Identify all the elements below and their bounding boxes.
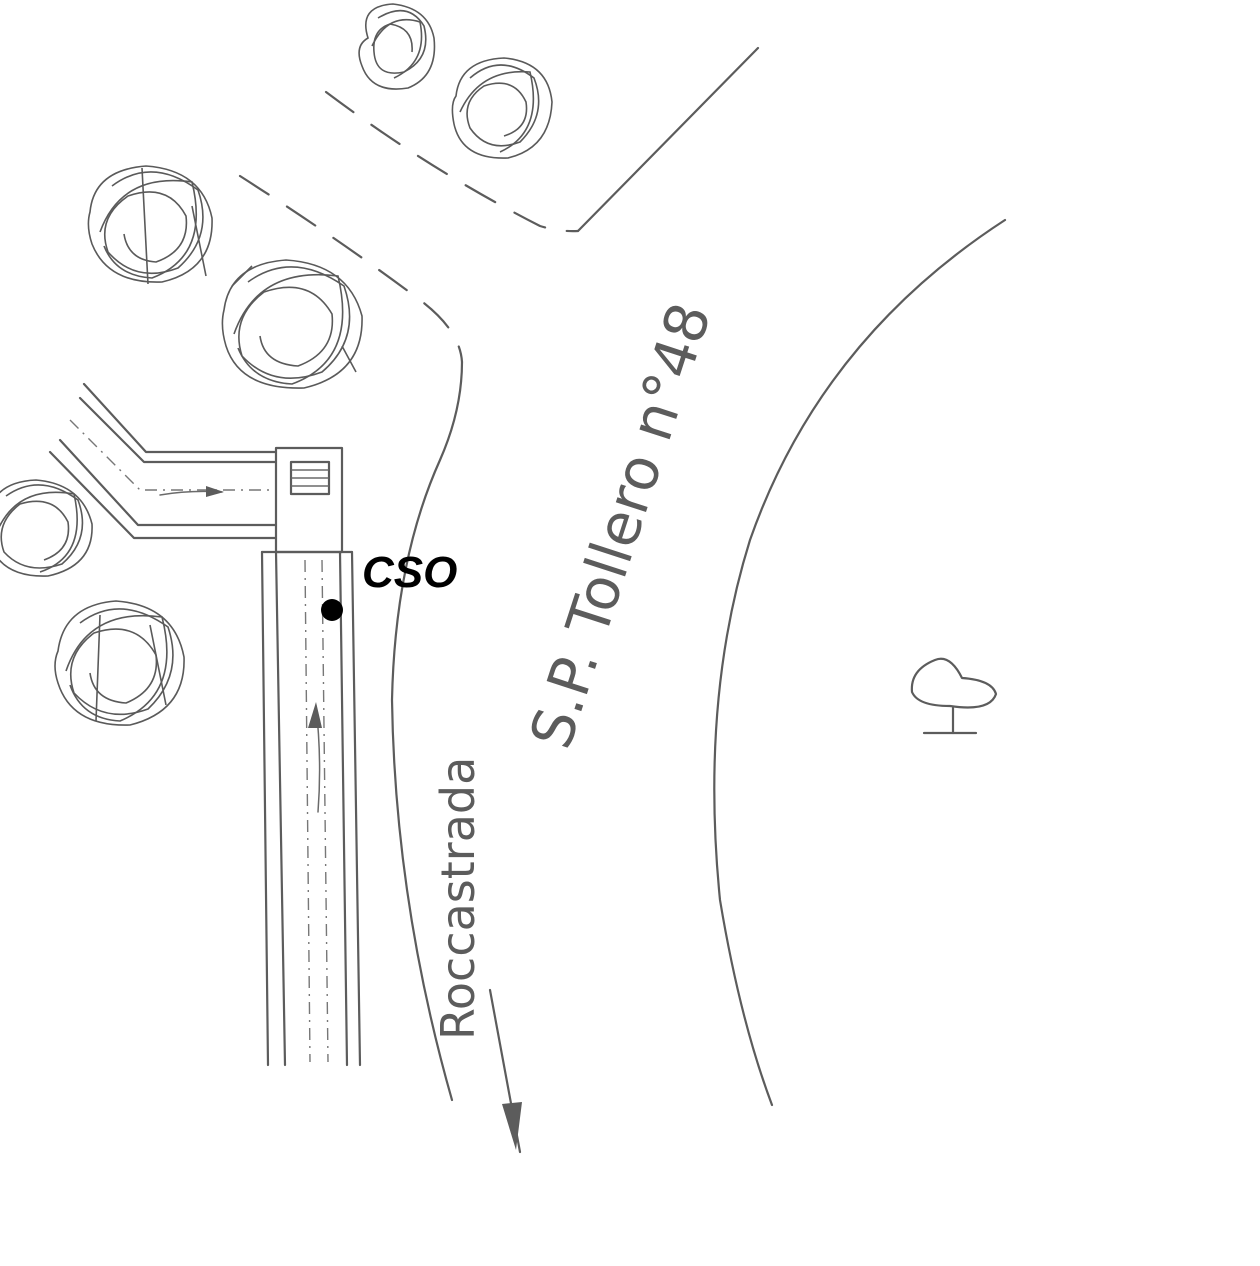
- direction-arrow-icon: [308, 702, 322, 813]
- channel-vertical-centerline-1: [304, 559, 311, 1063]
- direction-arrow-icon: [159, 486, 224, 497]
- tree-icon: [0, 479, 93, 577]
- tree-icon: [221, 259, 363, 389]
- bench-icon: [910, 657, 998, 735]
- side-road-edge-top: [576, 46, 760, 233]
- channel-diagonal-outer-top: [82, 382, 278, 454]
- road-direction-label: Roccastrada: [431, 757, 485, 1040]
- channel-diagonal-inner-bottom: [58, 438, 278, 527]
- channel-diagonal-inner-top: [78, 396, 278, 464]
- side-road-dashed-edge-bottom: [238, 174, 464, 364]
- tree-icon: [358, 3, 436, 90]
- channel-vertical-right-outer: [350, 550, 362, 1067]
- main-road-west-edge: [390, 360, 464, 1102]
- tree-icon: [451, 57, 553, 159]
- junction-box: [274, 446, 344, 554]
- channel-vertical-centerline-2: [321, 559, 329, 1063]
- channel-vertical-left-inner: [274, 550, 287, 1067]
- channel-vertical-left-outer: [260, 550, 270, 1067]
- road-name-label: S.P. Tollero n°48: [517, 295, 725, 756]
- direction-arrow-icon: [488, 988, 522, 1154]
- channel-diagonal-outer-bottom: [48, 450, 278, 540]
- side-road-dashed-edge-top: [324, 90, 580, 233]
- tree-icon: [54, 600, 185, 726]
- cso-label: CSO: [362, 548, 457, 597]
- channel-vertical-right-inner: [338, 550, 349, 1067]
- main-road-east-edge: [713, 218, 1007, 1107]
- channel-diagonal-centerline: [69, 419, 276, 491]
- outfall-marker-icon[interactable]: [321, 599, 343, 621]
- manhole-grate-icon: [289, 460, 331, 496]
- tree-icon: [87, 165, 213, 285]
